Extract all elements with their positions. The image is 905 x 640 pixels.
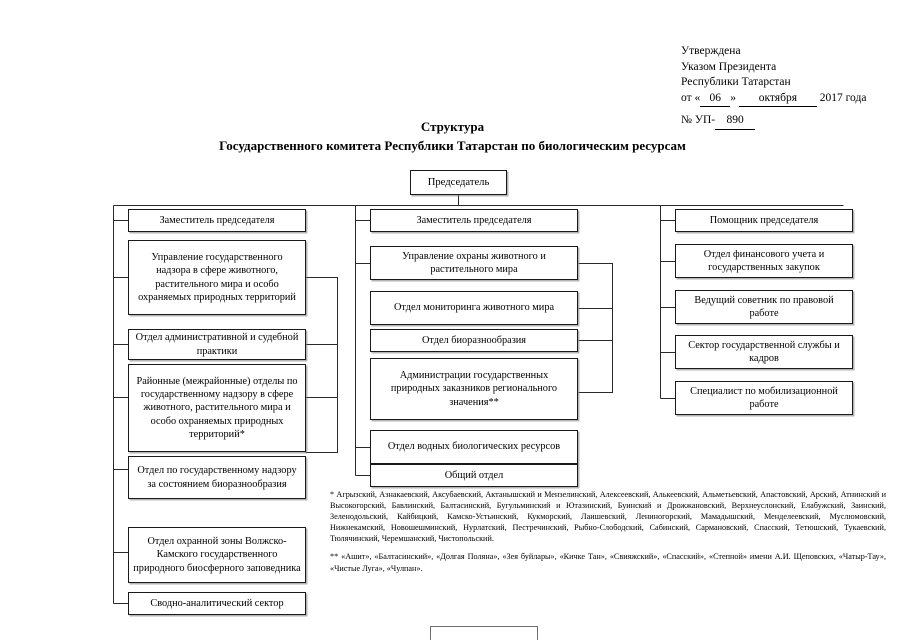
node-center-aquatic-bio-resources-dept[interactable]: Отдел водных биологических ресурсов [370, 430, 578, 464]
node-left-district-supervision-depts-label: Районные (межрайонные) отделы по государ… [136, 375, 298, 440]
date-year-value: 2017 года [819, 91, 867, 104]
footnotes-block: * Агрызский, Азнакаевский, Аксубаевский,… [330, 489, 886, 574]
node-left-administrative-judicial-practice-dept[interactable]: Отдел административной и судебной практи… [128, 329, 306, 360]
node-right-lead-legal-advisor-label: Ведущий советник по правовой работе [694, 294, 834, 319]
node-left-state-supervision-directorate-label: Управление государственного надзора в сф… [138, 252, 296, 303]
node-left-administrative-judicial-practice-dept-label: Отдел административной и судебной практи… [135, 332, 299, 357]
node-center-deputy-chairman[interactable]: Заместитель председателя [370, 209, 578, 232]
node-left-deputy-chairman-label: Заместитель председателя [159, 214, 275, 226]
node-right-lead-legal-advisor[interactable]: Ведущий советник по правовой работе [675, 290, 853, 324]
date-day-value: 06 [700, 91, 731, 107]
node-left-district-supervision-depts[interactable]: Районные (межрайонные) отделы по государ… [128, 364, 306, 452]
approval-date-line: от «06» октября 2017 года [681, 91, 896, 107]
node-left-state-supervision-directorate[interactable]: Управление государственного надзора в сф… [128, 240, 306, 315]
footnote-districts: * Агрызский, Азнакаевский, Аксубаевский,… [330, 490, 886, 544]
title-line-1: Структура [420, 119, 485, 134]
node-left-biodiversity-supervision-dept-label: Отдел по государственному надзору за сос… [137, 465, 297, 490]
node-chairman-label: Председатель [427, 176, 490, 188]
node-right-civil-service-hr-sector-label: Сектор государственной службы и кадров [688, 339, 840, 364]
footnote-reserves: ** «Ашит», «Балтасинский», «Долгая Полян… [330, 552, 886, 573]
node-left-biodiversity-supervision-dept[interactable]: Отдел по государственному надзору за сос… [128, 456, 306, 499]
approval-line-3: Республики Татарстан [681, 76, 791, 88]
date-month-value: октября [738, 91, 817, 107]
node-right-chairman-assistant[interactable]: Помощник председателя [675, 209, 853, 232]
node-center-general-dept[interactable]: Общий отдел [370, 464, 578, 487]
date-prefix: от « [681, 91, 701, 104]
approval-number-line: № УП-890 [681, 113, 896, 130]
node-left-deputy-chairman[interactable]: Заместитель председателя [128, 209, 306, 232]
node-chairman[interactable]: Председатель [410, 170, 507, 195]
node-center-biodiversity-dept-label: Отдел биоразнообразия [421, 334, 527, 346]
node-right-mobilization-specialist-label: Специалист по мобилизационной работе [690, 385, 838, 410]
node-right-civil-service-hr-sector[interactable]: Сектор государственной службы и кадров [675, 335, 853, 369]
bottom-cutoff-node [430, 626, 538, 640]
approval-line-2: Указом Президента [681, 60, 777, 73]
node-center-biodiversity-dept[interactable]: Отдел биоразнообразия [370, 329, 578, 352]
node-center-regional-reserves-administrations[interactable]: Администрации государственных природных … [370, 358, 578, 420]
node-right-financial-accounting-procurement-dept-label: Отдел финансового учета и государственны… [703, 248, 825, 273]
node-center-general-dept-label: Общий отдел [444, 469, 504, 481]
node-center-aquatic-bio-resources-dept-label: Отдел водных биологических ресурсов [387, 441, 561, 453]
node-left-protected-zone-dept-label: Отдел охранной зоны Волжско-Камского гос… [133, 536, 301, 574]
node-center-flora-fauna-protection-directorate-label: Управление охраны животного и растительн… [402, 250, 546, 275]
node-left-protected-zone-dept[interactable]: Отдел охранной зоны Волжско-Камского гос… [128, 527, 306, 583]
node-center-deputy-chairman-label: Заместитель председателя [416, 214, 532, 226]
node-right-chairman-assistant-label: Помощник председателя [709, 214, 819, 226]
node-center-flora-fauna-protection-directorate[interactable]: Управление охраны животного и растительн… [370, 246, 578, 280]
node-right-mobilization-specialist[interactable]: Специалист по мобилизационной работе [675, 381, 853, 415]
node-right-financial-accounting-procurement-dept[interactable]: Отдел финансового учета и государственны… [675, 244, 853, 278]
node-left-summary-analytical-sector-label: Сводно-аналитический сектор [150, 597, 284, 609]
node-center-wildlife-monitoring-dept-label: Отдел мониторинга животного мира [393, 302, 555, 314]
number-value: 890 [715, 113, 756, 130]
node-center-regional-reserves-administrations-label: Администрации государственных природных … [390, 370, 558, 408]
page-title: Структура Государственного комитета Респ… [0, 119, 905, 154]
number-prefix: № УП- [681, 114, 716, 126]
approval-block: Утверждена Указом Президента Республики … [681, 44, 896, 130]
node-left-summary-analytical-sector[interactable]: Сводно-аналитический сектор [128, 592, 306, 615]
title-line-2: Государственного комитета Республики Тат… [219, 138, 686, 153]
approval-line-1: Утверждена [681, 45, 741, 57]
node-center-wildlife-monitoring-dept[interactable]: Отдел мониторинга животного мира [370, 291, 578, 325]
date-mid: » [730, 91, 736, 104]
